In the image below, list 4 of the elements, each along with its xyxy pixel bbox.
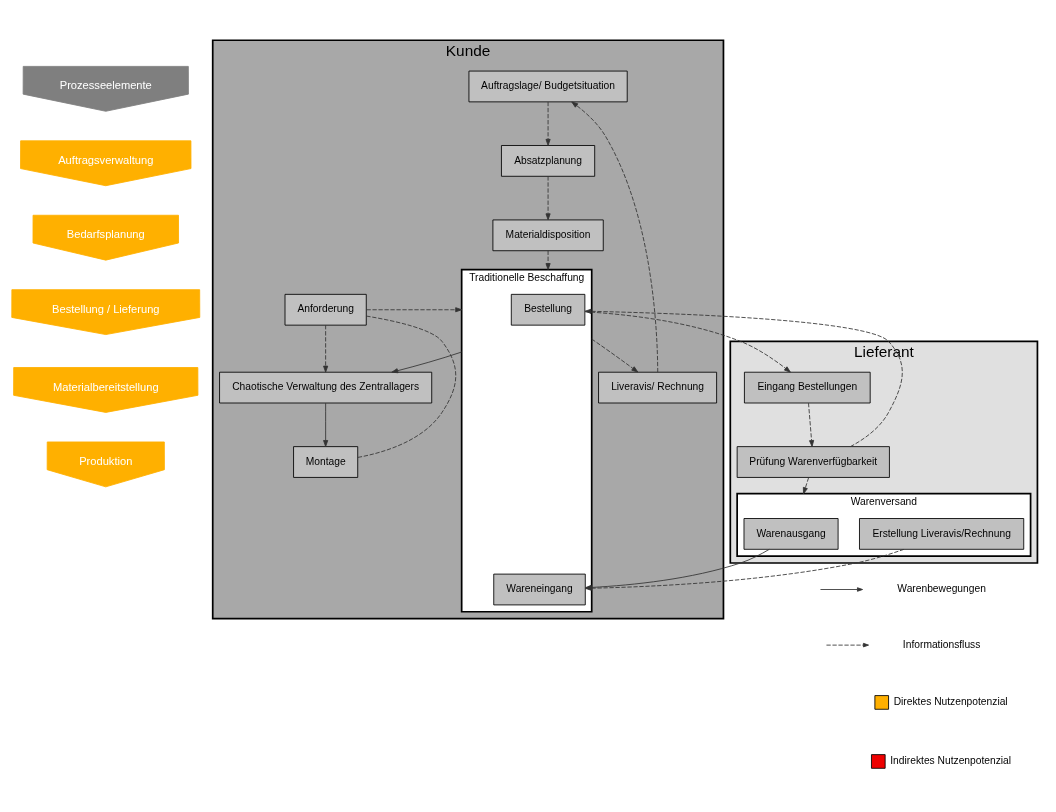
legend-label: Informationsfluss: [902, 638, 981, 650]
legend-label: Warenbewegungen: [897, 583, 986, 595]
legend-label: Indirektes Nutzenpotenzial: [890, 755, 1012, 767]
legend-label: Direktes Nutzenpotenzial: [893, 696, 1008, 708]
